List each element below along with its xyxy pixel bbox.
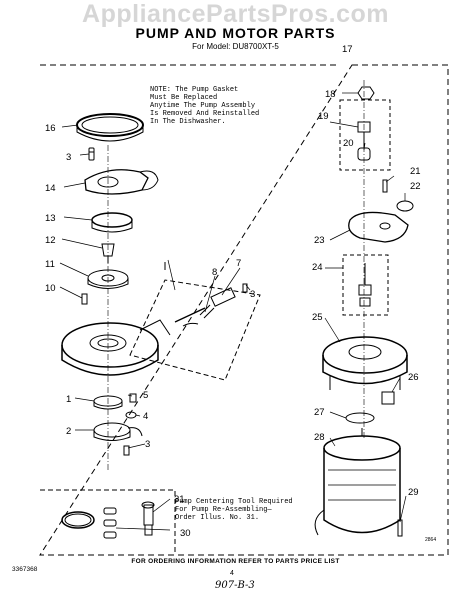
- callout-1: 1: [66, 394, 71, 405]
- small-screw: [81, 293, 88, 305]
- note-line: In The Dishwasher.: [150, 118, 226, 126]
- handwritten-code: 907-B-3: [215, 580, 255, 591]
- callout-18: 18: [325, 89, 336, 100]
- note-line: Must Be Replaced: [150, 94, 218, 102]
- callout-3-lower: 3: [145, 439, 150, 450]
- screw-21: [382, 179, 388, 193]
- subassembly-box-24: [342, 254, 389, 316]
- subassembly-box-30: [40, 489, 176, 555]
- callout-27: 27: [314, 407, 325, 418]
- leader-lines: [59, 92, 407, 531]
- art-code: 2864: [425, 537, 437, 543]
- motor-screw: [397, 519, 403, 537]
- housing-gasket: [91, 212, 133, 233]
- pump-housing: [84, 169, 159, 195]
- motor-disc: [345, 412, 375, 424]
- motor-connector: [381, 391, 395, 405]
- callout-30: 30: [180, 528, 191, 539]
- model-subtitle: For Model: DU8700XT-5: [192, 42, 279, 51]
- watermark: AppliancePartsPros.com: [82, 0, 389, 28]
- callout-17: 17: [342, 44, 353, 55]
- callout-8: 8: [212, 267, 217, 278]
- callout-20: 20: [343, 138, 354, 149]
- motor-mount: [322, 336, 408, 390]
- note-line: NOTE: The Pump Gasket: [150, 86, 239, 94]
- hex-nut: [357, 86, 375, 100]
- callout-5: 5: [143, 390, 148, 401]
- motor-coupler: [358, 263, 372, 307]
- document-number: 3367368: [12, 566, 38, 573]
- ordering-footer: FOR ORDERING INFORMATION REFER TO PARTS …: [131, 558, 340, 565]
- callout-25: 25: [312, 312, 323, 323]
- callout-14: 14: [45, 183, 56, 194]
- subassembly-box-19: [339, 99, 391, 171]
- pump-gasket-note: NOTE: The Pump Gasket Must Be Replaced A…: [150, 86, 300, 126]
- callout-26: 26: [408, 372, 419, 383]
- centering-tool-note: Pump Centering Tool Required For Pump Re…: [175, 498, 335, 522]
- callout-28: 28: [314, 432, 325, 443]
- callout-11: 11: [45, 259, 55, 270]
- gasket-set: [61, 507, 117, 539]
- callout-22: 22: [410, 181, 421, 192]
- callout-10: 10: [45, 283, 56, 294]
- lower-housing: [93, 422, 143, 441]
- callout-24: 24: [312, 262, 323, 273]
- screw-top: [88, 147, 95, 161]
- note-line: Is Removed And Reinstalled: [150, 110, 260, 118]
- tool-note-line: Pump Centering Tool Required: [175, 498, 293, 506]
- callout-3-right: 3: [250, 289, 255, 300]
- grommet: [396, 200, 414, 212]
- callout-12: 12: [45, 235, 56, 246]
- motor-bracket: [348, 211, 409, 243]
- callout-21: 21: [410, 166, 421, 177]
- tool-note-line: For Pump Re-Assembling—: [175, 506, 272, 514]
- callout-19: 19: [318, 111, 329, 122]
- pump-centering-tool: [141, 501, 155, 536]
- tool-note-line: Order Illus. No. 31.: [175, 514, 260, 522]
- seal-part: [129, 393, 137, 403]
- callout-31: 31: [174, 494, 185, 505]
- subassembly-box-8: [129, 279, 261, 381]
- part-number-labels: 16 3 14 13 12 11 10 8 7 3 1 2 5 4 3 17 1…: [45, 44, 421, 539]
- drain-assembly-parts: [174, 283, 248, 327]
- callout-4: 4: [143, 411, 148, 422]
- pump-gasket: [76, 113, 144, 142]
- callout-13: 13: [45, 213, 56, 224]
- screw-lower: [123, 445, 130, 456]
- callout-7: 7: [236, 258, 241, 269]
- page-title: PUMP AND MOTOR PARTS: [135, 25, 336, 41]
- pump-base: [61, 319, 171, 376]
- assembly-boundary: [39, 64, 449, 556]
- callout-29: 29: [408, 487, 419, 498]
- page-number: 4: [230, 570, 234, 577]
- note-line: Anytime The Pump Assembly: [150, 102, 256, 110]
- pump-motor: [314, 428, 401, 536]
- callout-23: 23: [314, 235, 325, 246]
- callout-2: 2: [66, 426, 71, 437]
- callout-3-top: 3: [66, 152, 71, 163]
- callout-16: 16: [45, 123, 56, 134]
